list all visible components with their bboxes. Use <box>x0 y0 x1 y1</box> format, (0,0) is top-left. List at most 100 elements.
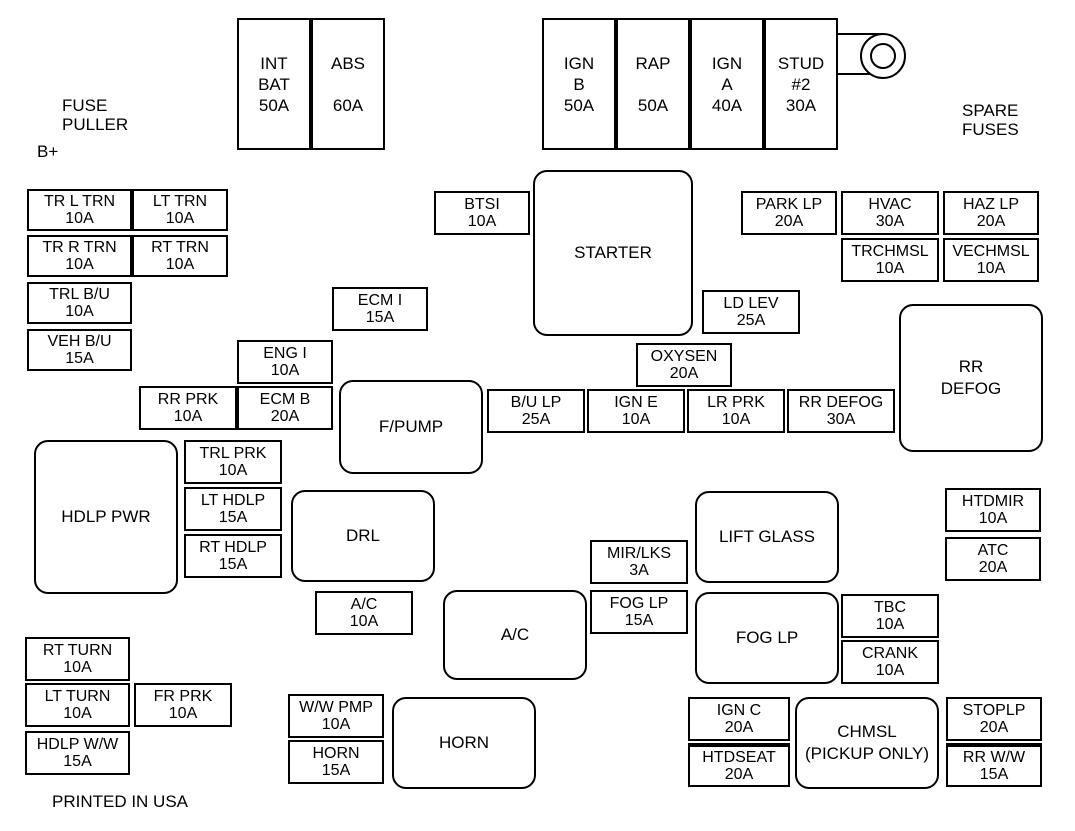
fuse-ecm-b-line-1: 20A <box>270 408 300 425</box>
relay-fog-lp-line-0: FOG LP <box>735 628 799 647</box>
maxi-int-bat-line-1: BAT <box>258 74 290 94</box>
maxi-stud-2-line-1: #2 <box>791 74 811 94</box>
fuse-ecm-b-line-0: ECM B <box>259 391 311 408</box>
relay-horn: HORN <box>392 697 536 789</box>
maxi-abs-line-2: 60A <box>332 95 364 115</box>
fuse-atc-line-1: 20A <box>978 559 1008 576</box>
relay-chmsl: CHMSL(PICKUP ONLY) <box>795 697 939 789</box>
fuse-vechmsl-line-0: VECHMSL <box>952 243 1030 260</box>
fuse-ac-line-0: A/C <box>350 596 378 613</box>
fuse-lr-prk-line-1: 10A <box>721 411 751 428</box>
fuse-tbc-line-1: 10A <box>875 616 905 633</box>
fuse-park-lp-line-1: 20A <box>774 213 804 230</box>
fuse-fog-lp-line-1: 15A <box>624 612 654 629</box>
maxi-abs: ABS 60A <box>311 18 385 150</box>
fuse-hdlp-ww-line-1: 15A <box>63 753 92 770</box>
fuse-trl-prk-line-1: 10A <box>218 462 248 479</box>
maxi-abs-line-0: ABS <box>330 53 366 73</box>
maxi-rap-line-0: RAP <box>635 53 671 73</box>
fuse-ecm-i-line-0: ECM I <box>357 292 403 309</box>
fuse-rt-hdlp-line-0: RT HDLP <box>199 539 267 556</box>
spare-fuses-label-2: FUSES <box>962 120 1019 139</box>
fuse-ld-lev-line-0: LD LEV <box>723 295 779 312</box>
fuse-tr-l-trn-line-1: 10A <box>65 210 94 227</box>
fuse-hvac-line-0: HVAC <box>868 196 912 213</box>
fuse-horn-line-1: 15A <box>321 762 351 779</box>
fuse-rr-defog-line-1: 30A <box>826 411 856 428</box>
fuse-tbc-line-0: TBC <box>874 599 906 616</box>
fuse-ign-e-line-0: IGN E <box>614 394 658 411</box>
printed-in-usa-label: PRINTED IN USA <box>52 792 189 811</box>
maxi-int-bat-line-0: INT <box>260 53 288 73</box>
relay-drl: DRL <box>291 490 435 582</box>
fuse-oxysen-line-1: 20A <box>669 365 699 382</box>
fuse-tr-r-trn-line-0: TR R TRN <box>42 239 117 256</box>
maxi-ign-b-line-2: 50A <box>563 95 595 115</box>
maxi-int-bat-line-2: 50A <box>258 95 290 115</box>
fuse-crank-line-1: 10A <box>875 662 905 679</box>
relay-ac-line-0: A/C <box>500 625 530 644</box>
fuse-fr-prk-line-1: 10A <box>168 705 198 722</box>
fuse-htdseat-line-0: HTDSEAT <box>702 749 776 766</box>
fuse-crank-line-0: CRANK <box>861 645 918 662</box>
relay-lift-glass: LIFT GLASS <box>695 491 839 583</box>
fuse-htdseat-line-1: 20A <box>724 766 754 783</box>
fuse-mir-lks-line-1: 3A <box>629 562 649 579</box>
fuse-fog-lp-line-0: FOG LP <box>609 595 669 612</box>
fuse-hdlp-ww-line-0: HDLP W/W <box>36 736 119 753</box>
maxi-rap-line-1 <box>651 74 656 95</box>
fuse-rr-ww-line-0: RR W/W <box>962 749 1026 766</box>
fuse-tr-l-trn-line-0: TR L TRN <box>43 193 116 210</box>
fuse-haz-lp-line-0: HAZ LP <box>962 196 1019 213</box>
fuse-horn-line-0: HORN <box>312 745 360 762</box>
relay-hdlp-pwr: HDLP PWR <box>34 440 178 594</box>
fuse-eng-i-line-1: 10A <box>270 362 300 379</box>
relay-f-pump-line-0: F/PUMP <box>378 417 444 436</box>
fuse-ign-c-line-0: IGN C <box>716 702 762 719</box>
fuse-puller-label-1: FUSE <box>62 96 108 115</box>
relay-starter: STARTER <box>533 170 693 336</box>
fuse-rt-hdlp-line-1: 15A <box>218 556 248 573</box>
fuse-park-lp-line-0: PARK LP <box>755 196 823 213</box>
fuse-btsi-line-0: BTSI <box>464 196 500 213</box>
fuse-rr-defog-line-0: RR DEFOG <box>798 394 884 411</box>
fuse-rt-turn-line-1: 10A <box>63 659 92 676</box>
fuse-lt-hdlp-line-0: LT HDLP <box>200 492 266 509</box>
fuse-trl-bu-line-0: TRL B/U <box>49 286 110 303</box>
fuse-ecm-i-line-1: 15A <box>365 309 395 326</box>
fuse-trl-bu-line-1: 10A <box>65 303 94 320</box>
fuse-trchmsl-line-0: TRCHMSL <box>851 243 929 260</box>
fuse-btsi-line-1: 10A <box>467 213 497 230</box>
relay-drl-line-0: DRL <box>345 526 380 545</box>
relay-horn-line-0: HORN <box>438 733 490 752</box>
fuse-lt-trn-line-1: 10A <box>165 210 195 227</box>
